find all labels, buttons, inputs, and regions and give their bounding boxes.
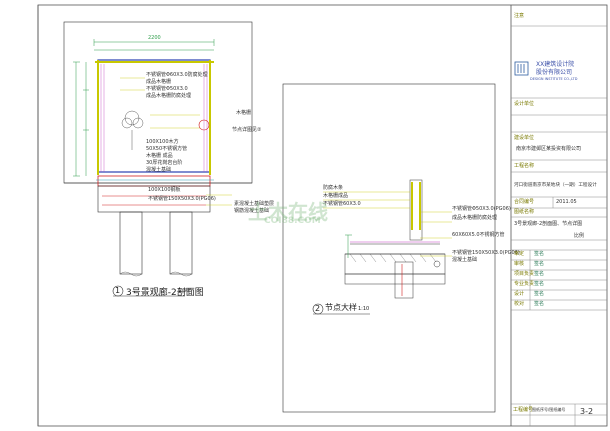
company-name-2: 股份有限公司 [536, 69, 573, 76]
tb-sheet-label: 图纸序号/图纸编号 [532, 407, 566, 412]
tb-project-value: 河口街道南京市某地块（一期）工程设计 [514, 183, 597, 188]
role-label: 项目负责 [514, 271, 535, 277]
company-logo [514, 61, 529, 76]
annotation: 木格栅 [236, 110, 252, 116]
annotation: 成品木格栅防腐处理 [146, 93, 192, 99]
annotation: 木格栅 成品 [146, 153, 173, 159]
tb-client-value: 南京市建邺区某投资有限公司 [516, 146, 582, 152]
drawing1-caption: 3号景观廊-2剖面图 [126, 288, 204, 298]
annotation: 不锈钢管60X3.0 [323, 201, 361, 207]
watermark: 土木在线 [248, 200, 328, 224]
annotation: 不锈钢管150X50X3.0(PG06) [452, 250, 520, 256]
annotation: 成品木格栅防腐处理 [452, 215, 498, 221]
annotation: 不锈钢管150X50X3.0(PG06) [148, 196, 216, 202]
role-label: 校对 [514, 301, 525, 307]
tb-project-no-label: 工程编号 [513, 407, 534, 413]
tb-contract-label: 合同编号 [514, 199, 535, 205]
watermark-sub: COI88.COM [264, 216, 321, 226]
annotation: 防腐木条 [323, 185, 344, 191]
tb-drawing-value: 3号景观廊-2剖面图、节点详图 [514, 221, 583, 227]
annotation: 素混凝土基础垫层 [234, 201, 275, 207]
annotation: 100X100木方 [146, 139, 179, 145]
role-sign: 签名 [534, 301, 545, 307]
annotation: 不锈钢管Φ50X3.0(PG06) [452, 206, 511, 212]
drawing1-scale: 1:30 [178, 288, 190, 294]
annotation: 混凝土基础 [146, 167, 172, 173]
annotation: 钢筋混凝土基础 [234, 208, 270, 214]
annotation: 混凝土基础 [452, 257, 478, 263]
tb-client-label: 建设单位 [514, 135, 535, 141]
annotation: 不锈钢管Φ50X3.0 [146, 86, 188, 92]
role-sign: 签名 [534, 291, 545, 297]
tb-note-label: 注意 [514, 13, 525, 19]
role-sign: 签名 [534, 261, 545, 267]
tb-sheet-number: 3-2 [580, 407, 594, 416]
company-name: XX建筑设计院 [536, 61, 575, 68]
annotation: 50X50不锈钢方管 [146, 146, 188, 152]
annotation: 60X60X5.0不锈钢方管 [452, 232, 505, 238]
role-sign: 签名 [534, 281, 545, 287]
role-label: 审定 [514, 251, 525, 257]
annotation: 30厚花岗岩台阶 [146, 160, 183, 166]
annotation: 不锈钢管Φ60X3.0防腐处理 [146, 72, 208, 78]
role-label: 专业负责 [514, 281, 535, 287]
tb-roles: 审定 签名 审核 签名 项目负责 签名 专业负责 签名 设计 签名 校对 签名 [511, 250, 607, 310]
annotation: 木格栅成品 [323, 193, 349, 199]
role-label: 设计 [514, 291, 525, 297]
role-sign: 签名 [534, 271, 545, 277]
tb-contract-value: 2011.05 [556, 199, 577, 205]
company-name-en: DESIGN INSTITUTE CO.,LTD [530, 77, 578, 81]
tb-project-label: 工程名称 [514, 163, 535, 169]
tb-scale-label: 比例 [574, 233, 585, 239]
role-label: 审核 [514, 261, 525, 267]
role-sign: 签名 [534, 251, 545, 257]
drawing1-dim-top: 2200 [148, 35, 161, 41]
annotation: 节点详图见② [232, 127, 262, 133]
annotation: 100X100钢板 [148, 187, 181, 193]
drawing1-number: 1 [115, 286, 121, 295]
tb-designer-label: 设计单位 [514, 101, 535, 107]
annotation: 成品木格栅 [146, 79, 172, 85]
drawing2-caption: 节点大样 [325, 303, 357, 312]
drawing2-scale: 1:10 [358, 306, 370, 312]
drawing2-number: 2 [315, 304, 321, 313]
tb-drawing-label: 图纸名称 [514, 209, 535, 215]
